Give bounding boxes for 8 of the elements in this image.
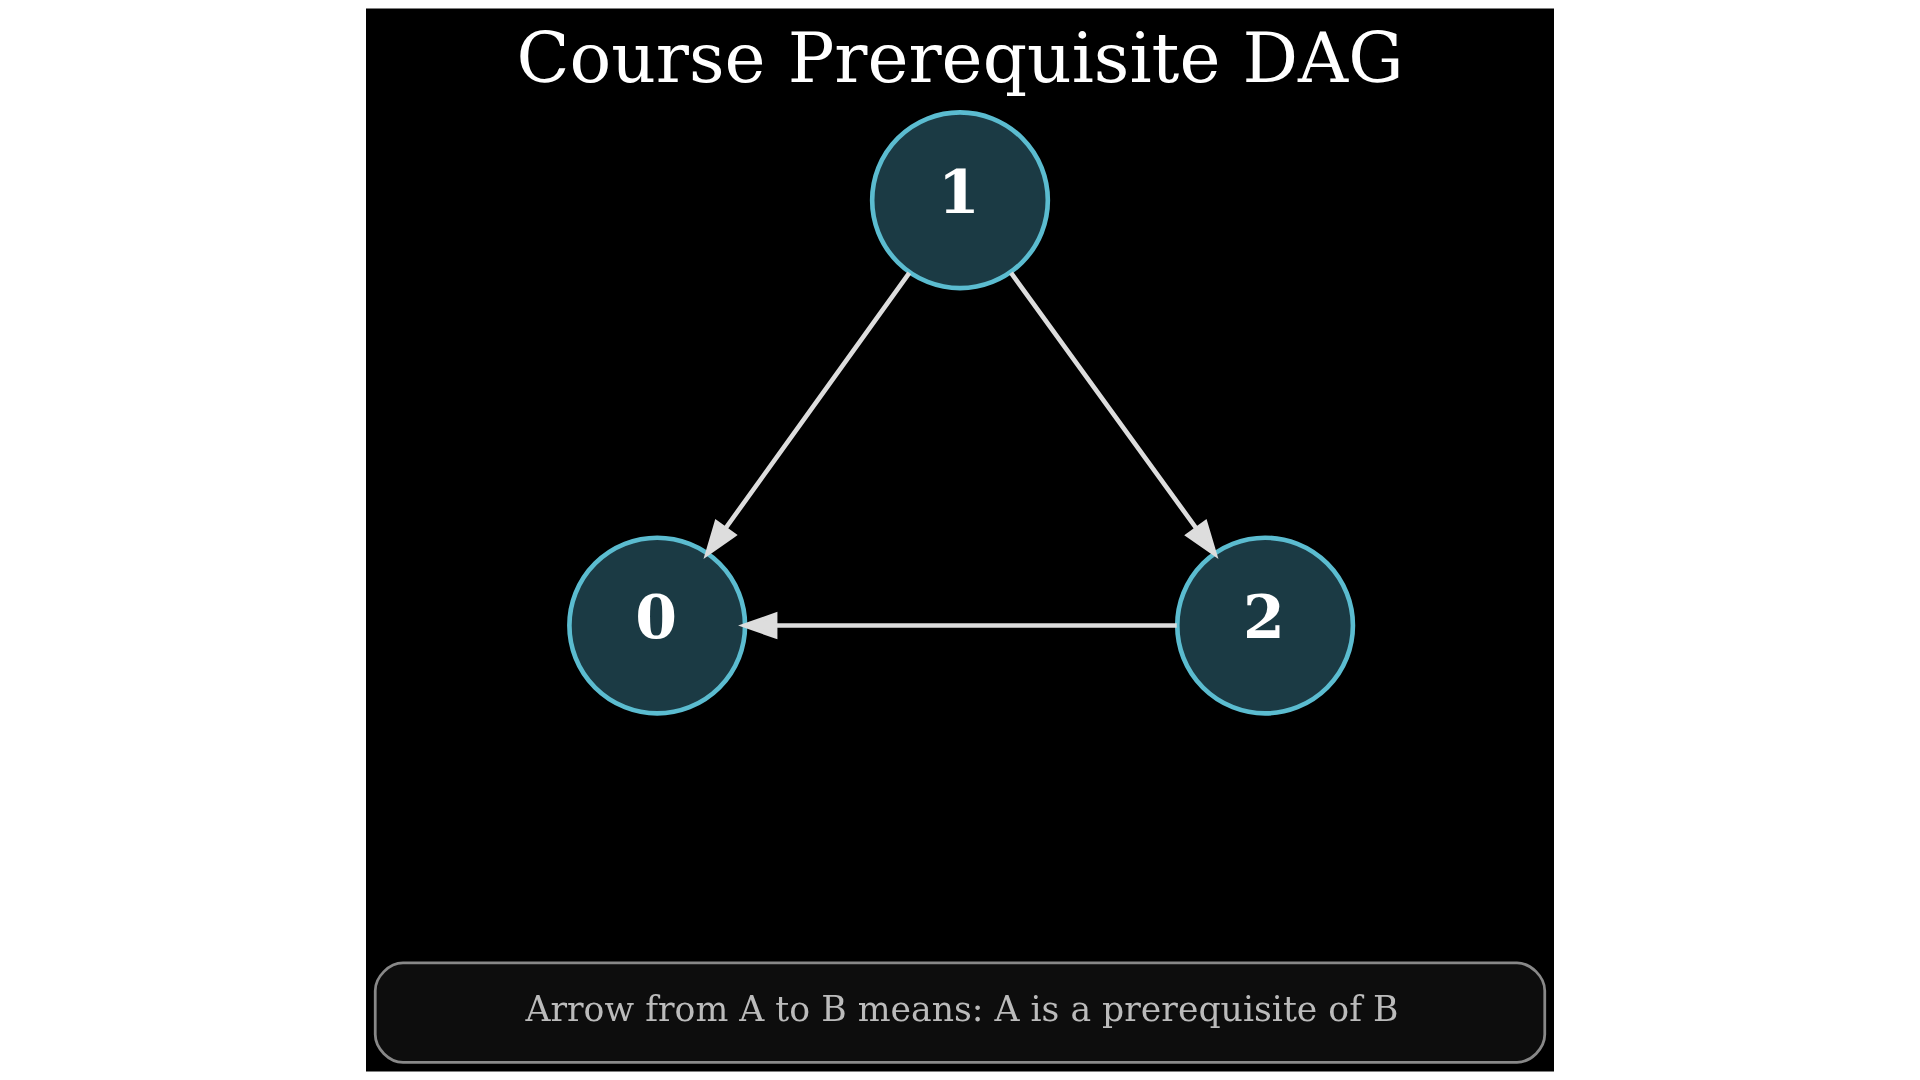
arrow xyxy=(703,271,912,559)
diagram-title: Course Prerequisite DAG xyxy=(516,18,1404,99)
arrow xyxy=(738,611,1177,640)
arrow xyxy=(1009,271,1219,559)
node-circle: 2 xyxy=(1174,535,1356,716)
node-circle: 1 xyxy=(869,110,1051,291)
node-box: Arrow from A to B means: A is a prerequisite of B xyxy=(373,961,1547,1064)
node-circle: 0 xyxy=(567,535,748,716)
